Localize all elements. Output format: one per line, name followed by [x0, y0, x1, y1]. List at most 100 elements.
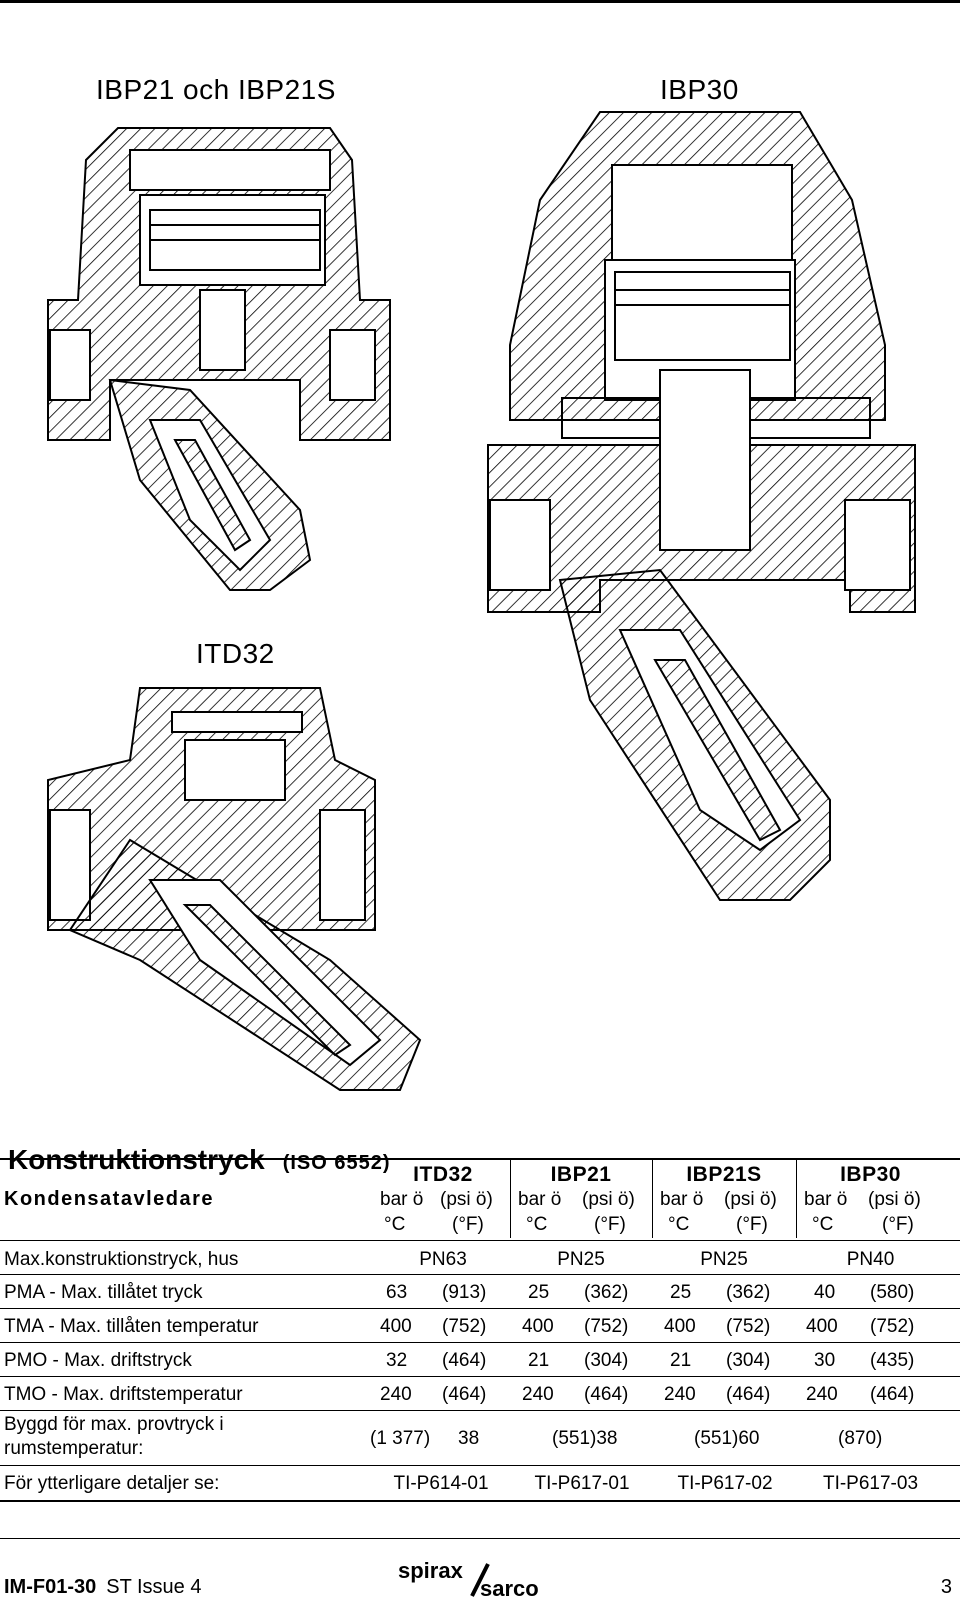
row-value: 21 [670, 1350, 692, 1371]
row-value: (752) [584, 1316, 629, 1337]
section-title: Konstruktionstryck(ISO 6552) [8, 1144, 391, 1176]
unit-c: °C [526, 1214, 548, 1235]
row-label: PMO - Max. driftstryck [4, 1350, 192, 1371]
row-value: TI-P617-01 [534, 1473, 630, 1494]
row-value: 25 [670, 1282, 692, 1303]
ibp30-drawing [487, 111, 916, 901]
row-value: 400 [806, 1316, 838, 1337]
row-label: Max.konstruktionstryck, hus [4, 1249, 239, 1270]
model-header: IBP21S [686, 1163, 762, 1186]
row-label: PMA - Max. tillåtet tryck [4, 1282, 203, 1303]
row-rule [0, 1342, 960, 1343]
header-divider [796, 1160, 797, 1238]
unit-psi: (psi ö) [440, 1189, 493, 1210]
row-label: TMA - Max. tillåten temperatur [4, 1316, 259, 1337]
row-value: (464) [442, 1350, 487, 1371]
unit-psi: (psi ö) [582, 1189, 635, 1210]
model-header: IBP30 [840, 1163, 901, 1186]
unit-psi: (psi ö) [868, 1189, 921, 1210]
row-value: 32 [386, 1350, 408, 1371]
row-value: (464) [442, 1384, 487, 1405]
row-value: TI-P614-01 [393, 1473, 489, 1494]
row-label: rumstemperatur: [4, 1438, 144, 1459]
row-value: (464) [726, 1384, 771, 1405]
row-label: TMO - Max. driftstemperatur [4, 1384, 243, 1405]
header-divider [652, 1160, 653, 1238]
row-label: Byggd för max. provtryck i [4, 1414, 224, 1435]
spirax-sarco-logo: spirax sarco [398, 1560, 539, 1600]
row-value: 240 [664, 1384, 696, 1405]
row-value: (870) [838, 1428, 883, 1449]
unit-c: °C [668, 1214, 690, 1235]
unit-f: (°F) [882, 1214, 914, 1235]
unit-bar: bar ö [518, 1189, 562, 1210]
row-value: (435) [870, 1350, 915, 1371]
unit-c: °C [384, 1214, 406, 1235]
row-value: 240 [380, 1384, 412, 1405]
itd32-drawing [47, 687, 422, 1091]
row-value: (1 377) [370, 1428, 431, 1449]
table-top-rule [0, 1158, 960, 1160]
model-header: IBP21 [550, 1163, 612, 1186]
unit-bar: bar ö [380, 1189, 424, 1210]
row-value: 30 [814, 1350, 836, 1371]
page-number: 3 [940, 1576, 952, 1598]
row-value: 400 [380, 1316, 412, 1337]
row-value: (752) [726, 1316, 771, 1337]
header-divider [510, 1160, 511, 1238]
row-value: (304) [726, 1350, 771, 1371]
ibp30-label: IBP30 [660, 74, 739, 105]
row-rule [0, 1410, 960, 1411]
row-value: (913) [442, 1282, 487, 1303]
row-value: TI-P617-02 [677, 1473, 773, 1494]
unit-f: (°F) [452, 1214, 484, 1235]
row-value: (752) [870, 1316, 915, 1337]
row-value: (580) [870, 1282, 915, 1303]
row-value: 240 [806, 1384, 838, 1405]
row-value: PN25 [700, 1249, 748, 1270]
footer-rule [0, 1538, 960, 1539]
row-value: 63 [386, 1282, 408, 1303]
row-value: PN40 [846, 1249, 895, 1270]
section-subtitle: (ISO 6552) [282, 1152, 391, 1174]
row-rule [0, 1240, 960, 1241]
row-value: (362) [584, 1282, 629, 1303]
row-rule [0, 1376, 960, 1377]
ibp21-drawing [47, 127, 391, 591]
row-value: 38 [458, 1428, 480, 1449]
row-value: (551)60 [694, 1428, 760, 1449]
row-value: 240 [522, 1384, 554, 1405]
row-rule [0, 1274, 960, 1275]
unit-psi: (psi ö) [724, 1189, 777, 1210]
row-value: (464) [870, 1384, 915, 1405]
row-value: (304) [584, 1350, 629, 1371]
row-value: 25 [528, 1282, 550, 1303]
logo-text-2: sarco [480, 1576, 539, 1600]
row-value: PN25 [557, 1249, 605, 1270]
top-rule [0, 0, 960, 3]
row-value: 40 [814, 1282, 836, 1303]
row-value: (362) [726, 1282, 771, 1303]
row-value: TI-P617-03 [822, 1473, 919, 1494]
row-value: (752) [442, 1316, 487, 1337]
row-value: 400 [522, 1316, 554, 1337]
doc-id: IM-F01-30 [4, 1576, 97, 1598]
unit-bar: bar ö [660, 1189, 704, 1210]
unit-f: (°F) [594, 1214, 626, 1235]
itd32-label: ITD32 [196, 638, 275, 669]
row-value: 21 [528, 1350, 550, 1371]
row-label: För ytterligare detaljer se: [4, 1473, 220, 1494]
row-rule [0, 1308, 960, 1309]
row-rule [0, 1465, 960, 1466]
unit-f: (°F) [736, 1214, 768, 1235]
unit-c: °C [812, 1214, 834, 1235]
logo-text-1: spirax [398, 1560, 464, 1583]
row-value: (464) [584, 1384, 629, 1405]
model-header: ITD32 [413, 1163, 473, 1186]
cross-section-drawings [47, 111, 916, 1091]
unit-bar: bar ö [804, 1189, 848, 1210]
row-value: 400 [664, 1316, 696, 1337]
table-bottom-rule [0, 1500, 960, 1502]
row-value: (551)38 [552, 1428, 618, 1449]
